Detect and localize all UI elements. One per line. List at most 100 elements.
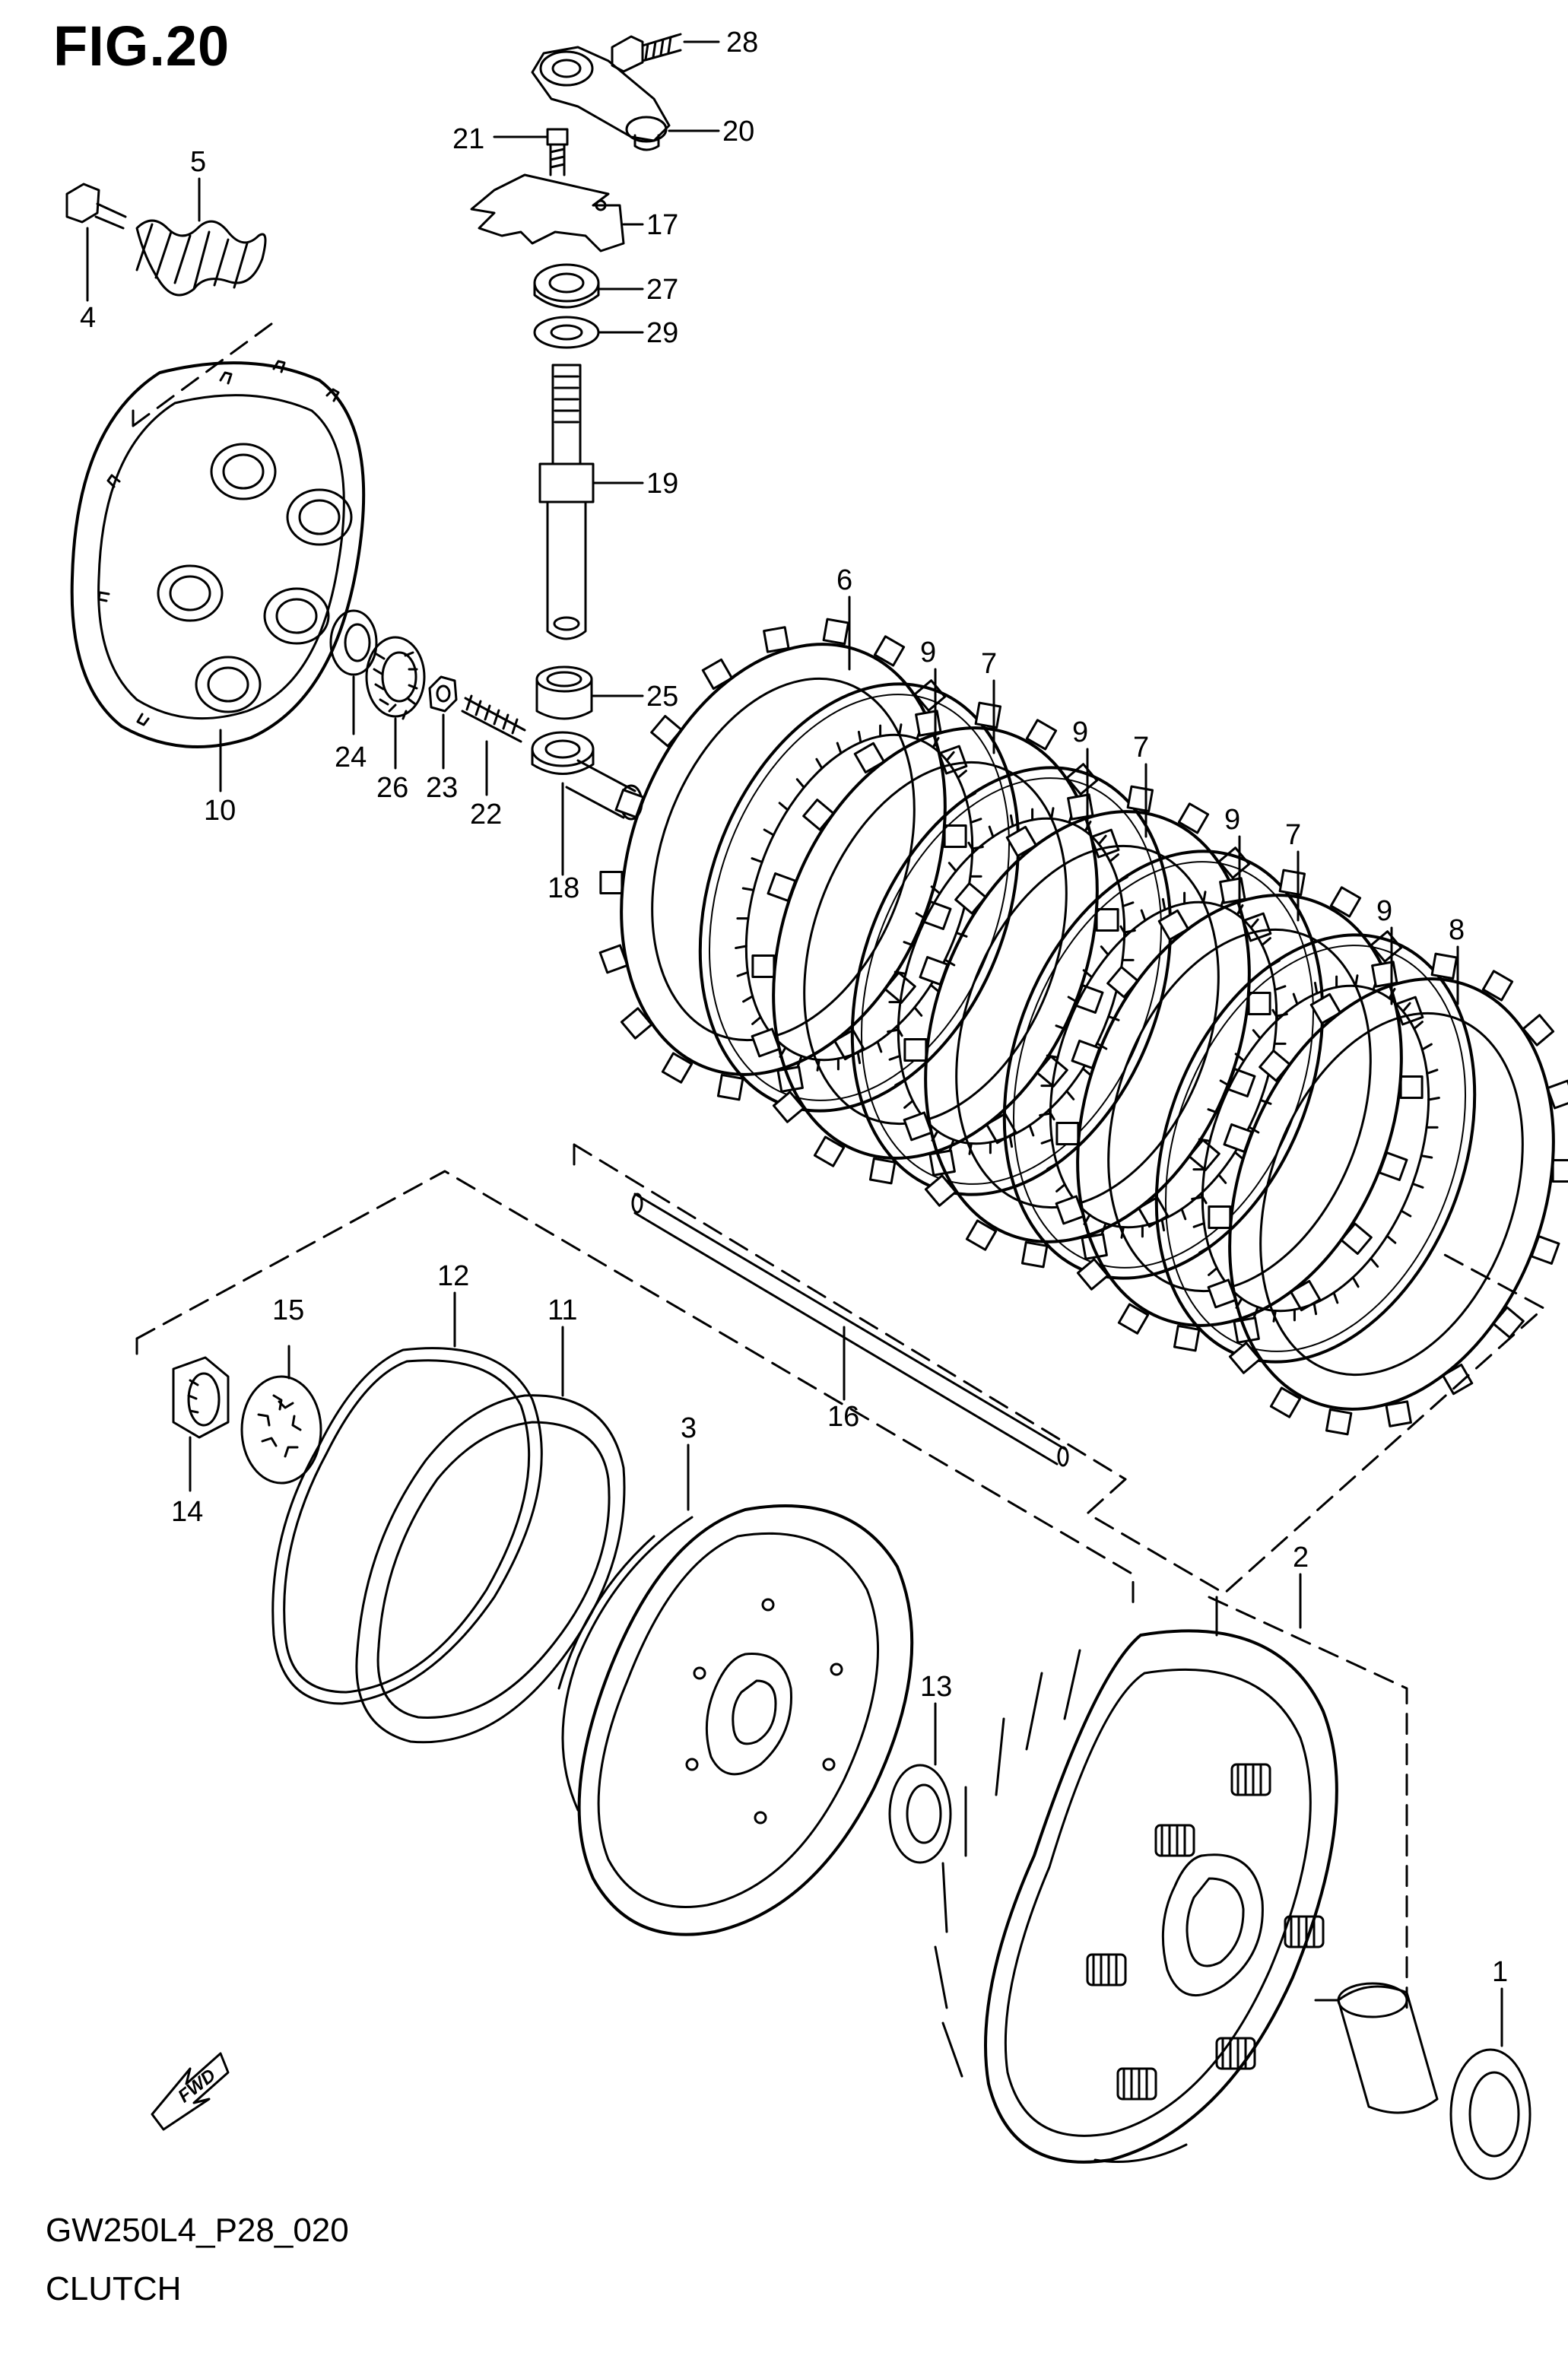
plate-tab [1441,1363,1474,1396]
friction-plate-part-6-tabs [598,618,968,1101]
clutch-plate-stack [598,595,1568,1436]
pushrod-part-16 [573,1143,1127,1481]
pressure-plate-part-10 [70,360,366,792]
lock-nut-bracket [135,1170,1135,1614]
callout-4: 4 [80,302,96,334]
callout-24: 24 [335,742,367,773]
callout-10: 10 [204,795,236,827]
plate-tab [813,1135,846,1167]
callout-11: 11 [548,1294,577,1326]
friction-plate-part-8-tabs [1207,952,1568,1436]
callout-numbers: 28 20 21 5 17 27 4 29 19 6 9 7 25 9 7 24… [80,27,1508,1988]
callout-21: 21 [452,123,484,155]
callout-23: 23 [426,772,458,804]
thrust-bearing-part-26 [365,636,426,770]
washer-part-13 [888,1702,952,1864]
callout-9b: 9 [1072,716,1088,748]
plate-tab [1177,802,1210,834]
friction-plate-part-7-b [924,810,1251,1243]
plate-tab [924,1174,957,1207]
driven-plate-part-9-c [1002,850,1325,1280]
callout-2: 2 [1293,1542,1309,1574]
plate-tab [802,799,835,831]
plate-tab [1269,1386,1302,1418]
plate-tab [1126,785,1154,813]
plate-tab [1399,1075,1424,1099]
plate-tab [599,871,624,895]
driven-plate-part-9-b-inner [897,817,1126,1145]
plate-tab [1157,909,1190,942]
plate-tab [915,710,942,737]
plate-tab [1329,886,1362,918]
bolt-part-28 [611,33,720,73]
friction-plate-part-8-inner [1259,1012,1524,1377]
plate-tab [1005,825,1038,858]
driven-plate-part-9-d [1154,933,1477,1364]
driven-plate-part-9-a-inner [744,733,974,1062]
callout-16: 16 [827,1401,859,1433]
callout-9c: 9 [1224,804,1240,836]
friction-plate-part-7-c [1076,894,1403,1327]
plate-tab [1117,1303,1150,1335]
plate-tab [716,1073,744,1101]
plate-tab [661,1052,694,1084]
bearing-part-27 [533,263,644,309]
release-arm-part-20 [531,46,720,151]
plate-tab [751,954,776,979]
figure-code: GW250L4_P28_020 [46,2212,349,2249]
washer-part-29 [533,316,644,349]
plate-tab [1278,869,1306,897]
o-ring-part-12 [271,1291,543,1705]
callout-15: 15 [272,1294,304,1326]
bolt-part-21 [493,128,569,176]
plate-tab [772,1091,805,1123]
driven-plate-part-9-a [698,682,1020,1113]
plate-tab [873,635,906,667]
plate-tab [1020,1240,1049,1269]
washer-part-1 [1449,1987,1531,2180]
plate-tab [1228,1342,1262,1374]
callout-26: 26 [376,772,408,804]
friction-plate-part-8 [1228,977,1555,1411]
plate-tab [1325,1408,1353,1436]
release-shaft-part-19 [538,364,644,640]
plate-tab [763,626,790,653]
callout-25: 25 [646,681,678,713]
plate-tab [1025,719,1058,751]
plate-stack-bracket [1086,1253,1545,1595]
driven-plate-part-9-b [850,766,1173,1196]
plate-tab [1095,907,1119,932]
plate-tab [974,701,1002,729]
plate-tab [1340,1222,1373,1255]
callout-29: 29 [646,317,678,349]
spacer-sleeve [1314,1982,1439,2114]
callout-20: 20 [722,116,754,148]
callout-7b: 7 [1133,732,1149,764]
plate-tab [1259,1050,1291,1082]
plate-tab [903,1038,928,1062]
callout-17: 17 [646,209,678,241]
plate-part-17 [470,173,644,252]
plate-tab [1247,991,1271,1015]
callout-1: 1 [1492,1956,1508,1988]
lock-nut-part-14 [172,1356,230,1492]
nut-part-23 [428,675,458,770]
callout-18: 18 [548,872,579,904]
spring-part-5 [132,177,279,427]
driven-gear-part-3 [557,1443,914,1936]
plate-tab [1492,1306,1525,1339]
friction-plate-part-7-a-inner [803,761,1068,1126]
callout-19: 19 [646,468,678,500]
clutch-housing-part-2 [934,1573,1408,2164]
plate-tab [1522,1014,1555,1046]
lock-washer-part-15 [240,1345,322,1485]
plate-tab [1481,970,1514,1002]
callout-13: 13 [920,1671,952,1703]
plate-tab [650,715,683,748]
plate-tab [1551,1158,1568,1183]
plate-tab [868,1157,897,1185]
driven-plate-part-9-d-inner [1201,984,1430,1313]
plate-tab [1430,952,1458,980]
